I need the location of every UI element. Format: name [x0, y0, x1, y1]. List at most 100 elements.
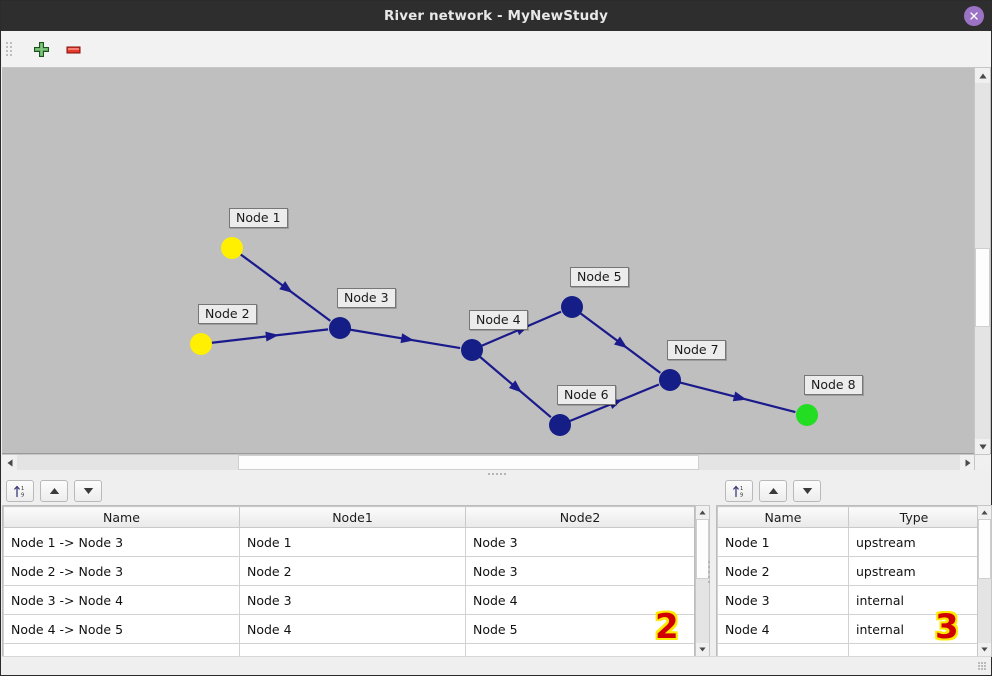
links-table-scrollbar[interactable]: [695, 505, 710, 657]
graph-node[interactable]: [190, 333, 212, 355]
canvas-horizontal-scrollbar[interactable]: [2, 454, 975, 470]
canvas-vertical-scrollbar[interactable]: [974, 68, 990, 454]
table-cell[interactable]: Node 3: [465, 556, 694, 586]
links-move-up-button[interactable]: [40, 480, 68, 502]
table-cell[interactable]: Node 4: [717, 614, 849, 644]
node-label-node-6[interactable]: Node 6: [557, 385, 616, 406]
table-cell[interactable]: Node 1 -> Node 3: [3, 527, 240, 557]
table-cell[interactable]: Node 2 -> Node 3: [3, 556, 240, 586]
nodes-sort-button[interactable]: 1 9: [725, 480, 753, 502]
node-label-node-7[interactable]: Node 7: [667, 340, 726, 361]
delete-node-button[interactable]: [60, 36, 86, 62]
nodes-scroll-down-button[interactable]: [978, 643, 991, 656]
links-scroll-thumb[interactable]: [696, 519, 709, 579]
table-cell[interactable]: Node 1: [239, 527, 466, 557]
bottom-panel-splitter[interactable]: [708, 561, 710, 583]
nodes-table-scrollbar[interactable]: [977, 505, 992, 657]
column-header-node1[interactable]: Node1: [239, 506, 466, 528]
table-row-empty[interactable]: [717, 643, 977, 656]
svg-text:9: 9: [21, 492, 24, 498]
column-header-node2[interactable]: Node2: [465, 506, 694, 528]
table-cell[interactable]: Node 3 -> Node 4: [3, 585, 240, 615]
graph-node[interactable]: [659, 369, 681, 391]
table-cell[interactable]: Node 1: [717, 527, 849, 557]
scroll-right-button[interactable]: [960, 455, 975, 470]
add-node-button[interactable]: [28, 36, 54, 62]
column-header-name[interactable]: Name: [717, 506, 849, 528]
canvas-hscroll-thumb[interactable]: [238, 455, 699, 470]
svg-text:9: 9: [740, 492, 743, 498]
toolbar-drag-handle[interactable]: [5, 39, 13, 59]
links-sort-button[interactable]: 1 9: [6, 480, 34, 502]
table-cell[interactable]: Node 4: [465, 585, 694, 615]
column-header-name[interactable]: Name: [3, 506, 240, 528]
window-resize-grip[interactable]: [978, 662, 988, 672]
scroll-left-button[interactable]: [2, 455, 17, 470]
graph-node[interactable]: [461, 339, 483, 361]
scroll-up-button[interactable]: [975, 68, 990, 83]
table-cell[interactable]: internal: [848, 585, 977, 615]
nodes-scroll-thumb[interactable]: [978, 519, 991, 579]
node-label-node-4[interactable]: Node 4: [469, 310, 528, 331]
graph-node[interactable]: [561, 296, 583, 318]
table-cell[interactable]: upstream: [848, 527, 977, 557]
graph-node[interactable]: [796, 404, 818, 426]
graph-node[interactable]: [329, 317, 351, 339]
table-cell[interactable]: Node 2: [717, 556, 849, 586]
table-cell[interactable]: Node 3: [717, 585, 849, 615]
table-cell[interactable]: upstream: [848, 556, 977, 586]
table-cell[interactable]: Node 4: [239, 614, 466, 644]
nodes-move-down-button[interactable]: [793, 480, 821, 502]
table-cell[interactable]: Node 3: [239, 585, 466, 615]
table-cell-empty[interactable]: [3, 643, 240, 656]
node-label-node-2[interactable]: Node 2: [198, 304, 257, 325]
network-diagram-canvas[interactable]: Node 1 Node 2 Node 3 Node 4 Node 5 Node 6 Node…: [2, 68, 991, 454]
node-label-node-3[interactable]: Node 3: [337, 288, 396, 309]
table-cell[interactable]: internal: [848, 614, 977, 644]
add-plus-icon: [33, 41, 49, 57]
links-move-down-button[interactable]: [74, 480, 102, 502]
close-button[interactable]: [964, 6, 984, 26]
canvas-vscroll-thumb[interactable]: [975, 248, 990, 327]
table-cell-empty[interactable]: [239, 643, 466, 656]
node-label-node-5[interactable]: Node 5: [570, 267, 629, 288]
table-cell[interactable]: Node 5: [465, 614, 694, 644]
panel-splitter[interactable]: [2, 470, 991, 477]
table-cell[interactable]: Node 4 -> Node 5: [3, 614, 240, 644]
graph-edge-arrowhead: [508, 380, 522, 393]
links-scroll-up-button[interactable]: [696, 506, 709, 519]
graph-edge-arrowhead: [614, 336, 628, 349]
scroll-down-button[interactable]: [975, 439, 990, 454]
graph-edge-arrowhead: [732, 391, 747, 402]
table-row-empty[interactable]: [3, 643, 694, 656]
links-panel-toolbar: 1 9: [2, 477, 102, 505]
nodes-scroll-up-button[interactable]: [978, 506, 991, 519]
column-header-type[interactable]: Type: [848, 506, 977, 528]
svg-text:1: 1: [740, 486, 743, 492]
graph-node[interactable]: [549, 414, 571, 436]
table-cell[interactable]: Node 2: [239, 556, 466, 586]
table-cell-empty[interactable]: [717, 643, 849, 656]
graph-node[interactable]: [221, 237, 243, 259]
node-label-node-8[interactable]: Node 8: [804, 375, 863, 396]
links-scroll-down-button[interactable]: [696, 643, 709, 656]
table-cell-empty[interactable]: [465, 643, 694, 656]
table-cell[interactable]: Node 3: [465, 527, 694, 557]
node-label-node-1[interactable]: Node 1: [229, 208, 288, 229]
table-cell-empty[interactable]: [848, 643, 977, 656]
nodes-move-up-button[interactable]: [759, 480, 787, 502]
